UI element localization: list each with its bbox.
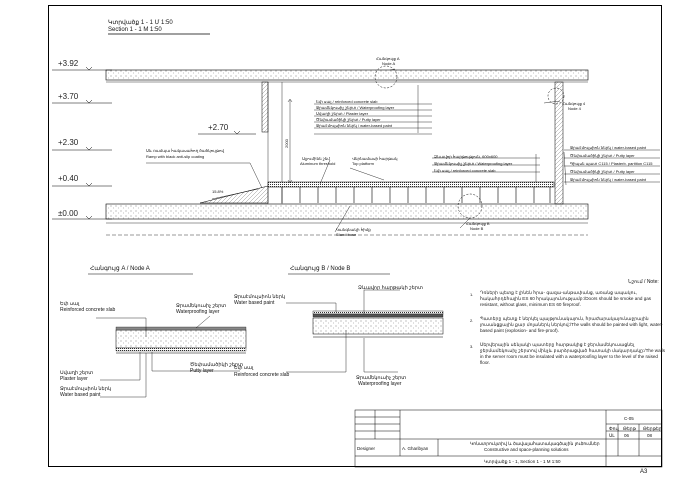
note-3-num: 3. — [470, 344, 474, 349]
ceiling-layer-4: Ծեփամածիկի շերտ / Putty layer — [316, 117, 381, 122]
node-b-waterproof-en: Waterproofing layer — [358, 381, 402, 387]
tb-desc-hy: Կոնստրուկտիվ և ծավալահատակագծային լուծու… — [470, 441, 600, 446]
node-b-floor: Ձևավոր հարթակի շերտ — [358, 285, 423, 291]
tb-col-sheets: Թերթեր — [643, 426, 662, 431]
node-b-title: Հանգույց B / Node B — [290, 266, 351, 272]
ceiling-layer-2: Ջրամեկուսիչ շերտ / Waterproofing layer — [316, 105, 395, 110]
level-230: +2.30 — [58, 138, 79, 147]
section-title-hy: Կտրվածք 1 - 1 Մ 1:50 — [108, 20, 173, 26]
door-head-wall — [261, 81, 269, 133]
wall-layer-2: Ծեփամածիկի շերտ / Putty layer — [570, 153, 635, 158]
node-a-putty-en: Putty layer — [190, 368, 214, 374]
stand-base-label-en: Stand base — [336, 232, 357, 237]
node-4-tag-hy: Հանգույց 4 — [562, 101, 586, 106]
top-platform-label-hy: Վերնամասի հարթակ — [352, 156, 398, 161]
level-000: ±0.00 — [58, 209, 78, 218]
node-a-paint-en: Water based paint — [60, 392, 101, 398]
ramp-slope: 15.8% — [212, 189, 224, 194]
node-a-paint-hy: Ջրաէմուլսիոն ներկ — [60, 386, 112, 392]
ceiling-layer-1: Եփ սալ / reinforced concrete slab — [316, 99, 378, 104]
tb-sheet: 06 — [624, 433, 630, 438]
floor-layer-tags — [432, 154, 540, 182]
tb-col-stage: Փուլ — [609, 426, 619, 431]
note-1-num: 1. — [470, 292, 474, 297]
node-a-leaders — [96, 315, 240, 398]
raised-floor-stands — [281, 187, 551, 203]
height-dim-label: 2000 — [284, 139, 289, 148]
tb-designer-label: Designer — [357, 446, 376, 451]
wall-layer-tags — [563, 149, 660, 186]
node-b-slab-en: Reinforced concrete slab — [234, 372, 290, 378]
node-b-slab-hy: Եփ սալ — [234, 365, 254, 371]
node-b-paint-en: Water based paint — [234, 300, 275, 306]
wall-layer-1: Ջրաէմուլսիոն ներկ / water-based paint — [570, 145, 646, 150]
node-a-waterproof-en: Waterproofing layer — [176, 309, 220, 315]
level-392: +3.92 — [58, 59, 79, 68]
wall-layer-4: Ծեփամածիկի շերտ / Putty layer — [570, 169, 635, 174]
node-b-waterproof-hy: Ջրամեկուսիչ շերտ — [356, 375, 407, 381]
node-a-circle — [374, 65, 398, 89]
tb-format: A3 — [640, 469, 648, 475]
node-a-waterproof-hy: Ջրամեկուսիչ շերտ — [176, 303, 227, 309]
tb-designer: A. Gharibyan — [402, 446, 429, 451]
raised-floor — [267, 181, 555, 188]
level-370: +3.70 — [58, 92, 79, 101]
node-a-tag-hy: Հանգույց A — [376, 56, 400, 61]
node-4-circle — [547, 87, 565, 105]
node-a-title: Հանգույց A / Node A — [90, 266, 150, 272]
note-1-text: Դռների պետք է լինեն հրա- գազա-անթափանց, … — [480, 290, 652, 307]
floor-layer-1: Ձևավոր հարթություն, 600x600 — [434, 154, 498, 159]
ceiling-layer-5: Ջրաէմուլսիոն ներկ / water-based paint — [316, 123, 392, 128]
tb-drawing: Կտրվածք 1 - 1, Section 1 - 1 M 1:50 — [484, 459, 561, 464]
right-wall — [554, 81, 564, 205]
node-b-tag-en: Node B — [470, 226, 484, 231]
node-a-plaster-hy: Սվաղի շերտ — [60, 370, 94, 376]
node-b-paint-hy: Ջրաէմուլսիոն ներկ — [234, 294, 286, 300]
ceiling-slab — [105, 69, 589, 81]
floor-layer-3: Եփ սալ / reinforced concrete slab — [434, 168, 496, 173]
tb-col-sheet: Թերթ — [623, 426, 636, 431]
ramp-label-hy: Սև ռամպա հակասահող ծածկույթով — [146, 148, 225, 153]
node-a-drawing — [115, 326, 247, 354]
tb-sheets: 08 — [647, 433, 653, 438]
node-b-drawing — [312, 310, 444, 338]
ceiling-layer-3: Սվաղի շերտ / Plaster layer — [316, 111, 369, 116]
section-title-en: Section 1 - 1 M 1:50 — [108, 27, 162, 33]
level-270: +2.70 — [208, 123, 229, 132]
tb-stage: ՍԼ — [609, 433, 615, 438]
leaders — [146, 68, 561, 233]
top-platform-label-en: Top platform — [352, 161, 375, 166]
node-b-tag-hy: Հանգույց B — [466, 221, 490, 226]
note-3-text: Սերվերային սենյակի պատերը հարթակից է ջեր… — [480, 342, 665, 365]
level-markers — [52, 66, 256, 220]
wall-layer-5: Ջրաէմուլսիոն ներկ / water-based paint — [570, 177, 646, 182]
node-a-tag-en: Node A — [382, 61, 396, 66]
node-a-putty-hy: Ծեփամածիկի շերտ — [190, 362, 243, 368]
node-a-slab-hy: Եփ սալ — [60, 301, 80, 307]
ramp — [199, 185, 269, 204]
level-040: +0.40 — [58, 174, 79, 183]
ramp-label-en: Ramp with black anti-slip coating — [146, 154, 205, 159]
note-2-text: Պատերը պետք է ներկել պայթյունակայուն, հր… — [480, 316, 663, 333]
node-a-plaster-en: Plaster layer — [60, 376, 88, 382]
tb-desc-en: Constructive and space-planning solution… — [484, 447, 569, 452]
threshold-label-hy: Ալյումինե շեմ — [302, 156, 330, 161]
node-4-tag-en: Node 4 — [568, 106, 581, 111]
tb-sheet-code: C-05 — [624, 416, 634, 421]
wall-layer-3: Գիպսե պատ C115 / Plasterb. partition C11… — [570, 161, 653, 166]
node-b-leaders — [286, 289, 400, 373]
note-2-num: 2. — [470, 318, 474, 323]
floor-layer-2: Ջրամեկուսիչ շերտ / Waterproofing layer — [434, 161, 513, 166]
title-block — [354, 409, 663, 468]
notes-title: Նշում / Note: — [628, 279, 659, 285]
stand-base-label-hy: Կանգնակի հիմք — [336, 227, 371, 232]
node-a-slab-en: Reinforced concrete slab — [60, 307, 116, 313]
threshold-label-en: Aluminum threshold — [300, 161, 336, 166]
ceiling-layer-tags — [314, 85, 432, 135]
